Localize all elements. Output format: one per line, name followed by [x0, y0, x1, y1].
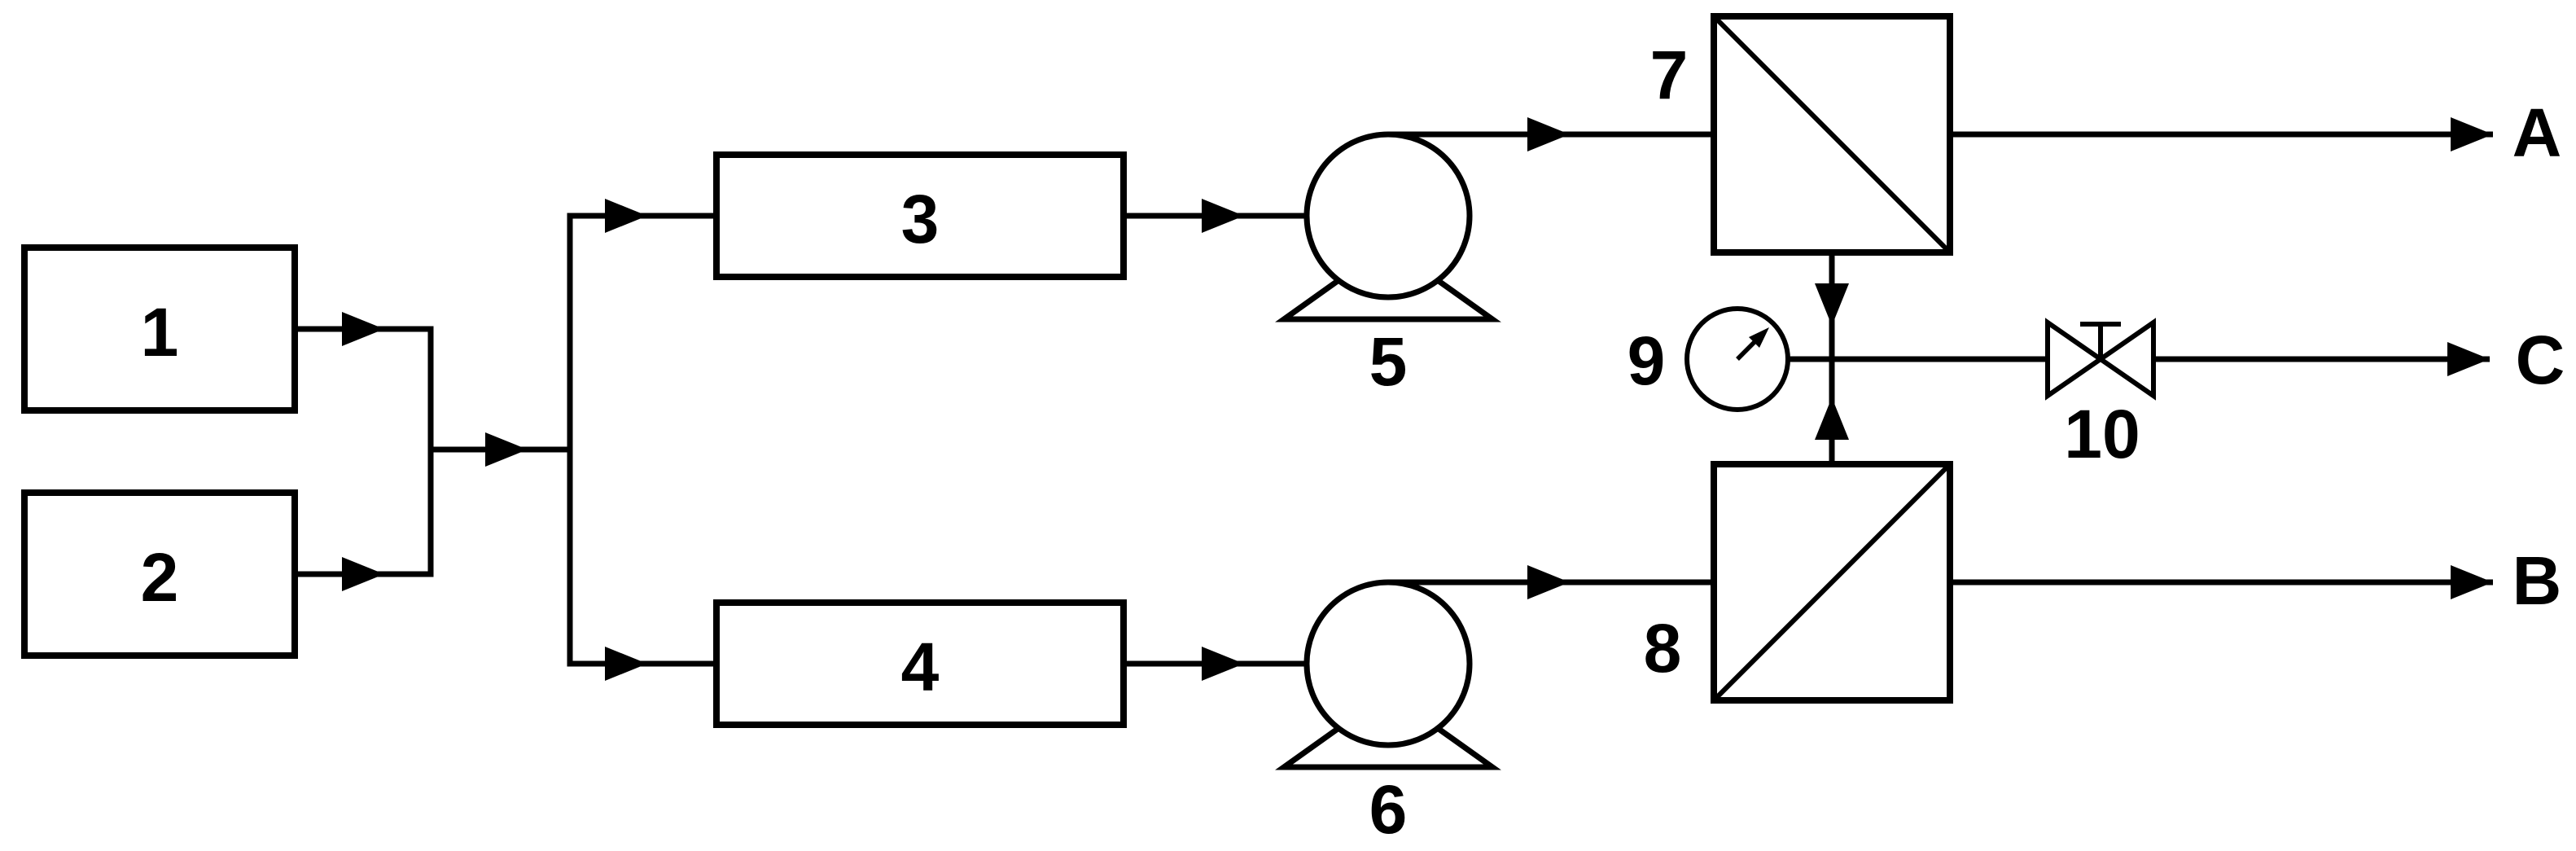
feed-box-2: 2	[21, 489, 298, 659]
pipe-pump6-to-8	[1388, 565, 1714, 599]
membrane-module-7-label: 7	[1650, 37, 1689, 113]
feed-box-1: 1	[21, 244, 298, 414]
pipe-merge-to-split-arrowhead-0	[485, 432, 528, 467]
outlet-label-b-text: B	[2512, 542, 2562, 619]
unit-box-4-box	[713, 599, 1127, 728]
pipe-merge-manifold	[295, 312, 434, 591]
pipe-8-to-outlet-b-arrowhead-0	[2451, 565, 2493, 599]
pipe-valve-to-outlet-c	[2153, 342, 2490, 376]
outlet-label-a: A	[2512, 94, 2562, 171]
pipe-split-manifold-line	[567, 213, 716, 667]
pipe-split-manifold-arrowhead-1	[605, 647, 647, 681]
membrane-module-8-diagonal	[1711, 462, 1952, 703]
outlet-label-a-text: A	[2512, 94, 2562, 171]
unit-box-4: 4	[713, 599, 1127, 728]
unit-box-3-label: 3	[901, 181, 940, 257]
feed-box-1-box	[21, 244, 298, 414]
pipe-8-up-to-c-line-arrowhead-0	[1815, 397, 1849, 440]
membrane-module-7-diagonal	[1711, 14, 1952, 255]
pressure-gauge-9: 9	[1628, 306, 1790, 412]
pipe-8-up-to-c-line	[1815, 359, 1849, 464]
pump-6-icon	[1303, 579, 1473, 748]
unit-box-4-label: 4	[901, 629, 940, 705]
pipe-7-to-outlet-a-arrowhead-0	[2451, 117, 2493, 151]
outlet-label-c-text: C	[2516, 322, 2565, 398]
valve-10: 10	[2045, 318, 2156, 472]
pipe-valve-to-outlet-c-arrowhead-0	[2447, 342, 2490, 376]
pipe-7-down-to-c-line	[1815, 252, 1849, 359]
membrane-module-8: 8	[1644, 461, 1953, 704]
pipe-merge-manifold-arrowhead-0	[342, 312, 384, 346]
pipe-pump6-to-8-arrowhead-0	[1527, 565, 1570, 599]
pipe-merge-manifold-arrowhead-1	[342, 557, 384, 591]
outlet-label-b: B	[2512, 542, 2562, 619]
pipe-8-to-outlet-b	[1950, 565, 2493, 599]
pipe-4-to-pump6-arrowhead-0	[1202, 647, 1244, 681]
membrane-module-8-label: 8	[1644, 610, 1682, 687]
pump-6-label: 6	[1369, 771, 1408, 848]
unit-box-3: 3	[713, 151, 1127, 280]
feed-box-1-label: 1	[141, 294, 179, 371]
feed-box-2-label: 2	[141, 539, 179, 616]
pipe-pump5-to-7-arrowhead-0	[1527, 117, 1570, 151]
pipe-split-manifold-arrowhead-0	[605, 199, 647, 233]
pump-5: 5	[1275, 131, 1501, 400]
valve-10-left-triangle	[2045, 318, 2105, 401]
pump-5-label: 5	[1369, 323, 1408, 400]
unit-box-3-box	[713, 151, 1127, 280]
valve-10-right-triangle	[2096, 318, 2156, 401]
pipe-3-to-pump5	[1124, 199, 1307, 233]
pipe-7-down-to-c-line-arrowhead-0	[1815, 283, 1849, 326]
pipe-pump5-to-7	[1388, 117, 1714, 151]
feed-box-2-box	[21, 489, 298, 659]
pressure-gauge-9-label: 9	[1628, 322, 1666, 399]
pipe-7-to-outlet-a	[1950, 117, 2493, 151]
pipe-split-manifold	[567, 199, 716, 681]
pipe-3-to-pump5-arrowhead-0	[1202, 199, 1244, 233]
valve-10-label: 10	[2064, 396, 2140, 472]
outlet-label-c: C	[2516, 322, 2565, 398]
pipe-4-to-pump6	[1124, 647, 1307, 681]
membrane-module-7: 7	[1650, 13, 1953, 256]
pump-5-icon	[1303, 131, 1473, 300]
pipe-merge-manifold-line	[295, 326, 434, 577]
pressure-gauge-9-needle-tip	[1749, 327, 1769, 348]
pump-6: 6	[1275, 579, 1501, 848]
pipe-merge-to-split	[431, 432, 570, 467]
